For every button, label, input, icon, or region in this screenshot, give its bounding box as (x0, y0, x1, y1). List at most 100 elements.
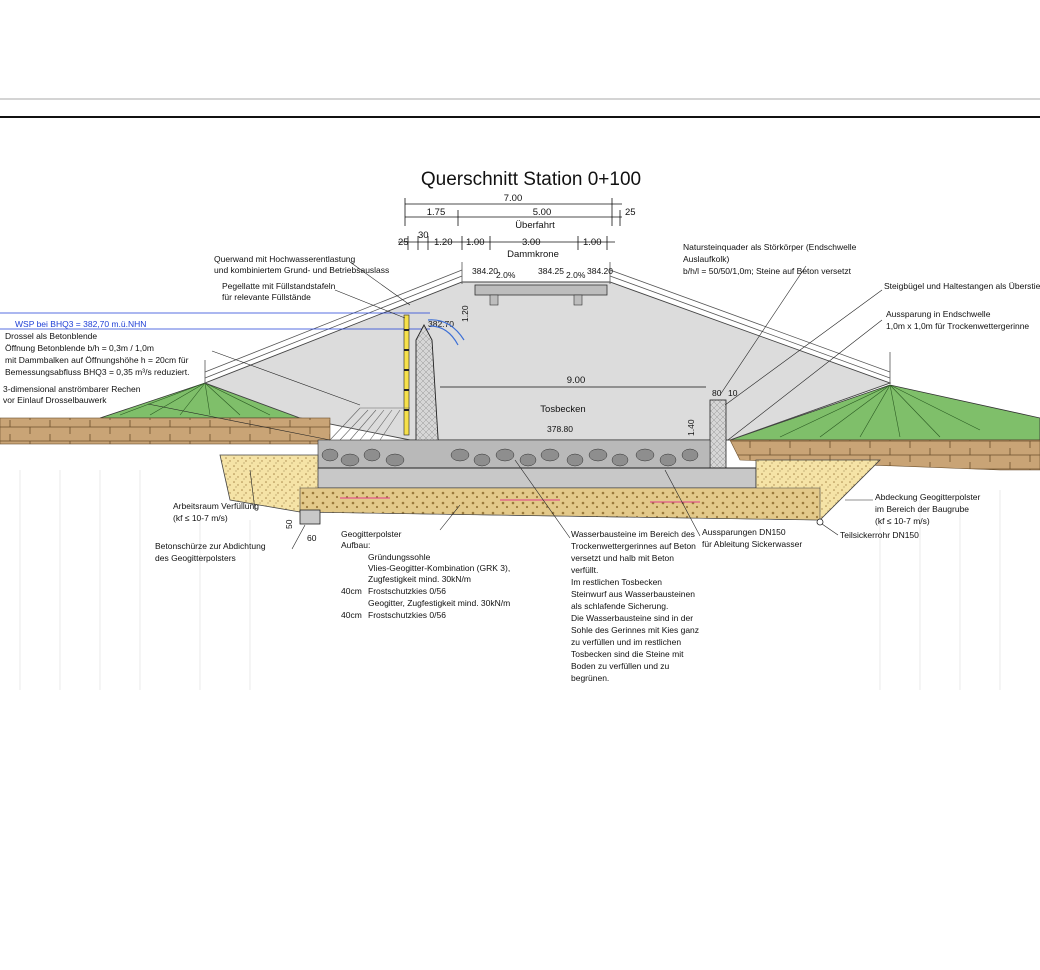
stones (321, 448, 699, 467)
abd-line3: (kf ≤ 10-7 m/s) (875, 516, 930, 526)
natur-line2: Auslaufkolk) (683, 254, 729, 264)
top-dimension-lines (398, 198, 622, 250)
geogrid-lines (340, 497, 700, 503)
wasser-line: begrünen. (571, 673, 609, 683)
dam-body (203, 281, 892, 441)
geo-title: Geogitterpolster (341, 529, 402, 539)
geo-line4b: Frostschutzkies 0/56 (368, 586, 446, 596)
dim-d50: 50 (284, 519, 294, 529)
slope-right: 2.0% (566, 270, 586, 280)
dim-r2-0: 25 (398, 237, 409, 248)
drossel-line1: Drossel als Betonblende (5, 331, 97, 341)
concrete-apron (299, 509, 321, 525)
wasser-line: Sohle des Gerinnes mit Kies ganz (571, 625, 699, 635)
gauge-pole (403, 314, 410, 436)
wasser-line: Steinwurf aus Wasserbausteinen (571, 589, 695, 599)
pegel-line1: Pegellatte mit Füllstandstafeln (222, 281, 336, 291)
level-water: 382.70 (428, 319, 454, 329)
beton-line2: des Geogitterpolsters (155, 553, 236, 563)
querwand-line2: und kombiniertem Grund- und Betriebsausl… (214, 265, 389, 275)
beton-line1: Betonschürze zur Abdichtung (155, 541, 266, 551)
drossel-line2: Öffnung Betonblende b/h = 0,3m / 1,0m (5, 343, 154, 353)
drossel-line3: mit Dammbalken auf Öffnungshöhe h = 20cm… (5, 355, 189, 365)
dim-r2-1: 30 (418, 230, 429, 241)
dim-h140: 1.40 (686, 419, 696, 436)
wasser-line: Im restlichen Tosbecken (571, 577, 662, 587)
geo-line2: Vlies-Geogitter-Kombination (GRK 3), (368, 563, 510, 573)
ausspar-line1: Aussparung in Endschwelle (886, 309, 991, 319)
dim-tos-width: 9.00 (567, 375, 586, 386)
geo-aufbau: Aufbau: (341, 540, 370, 550)
dim-r2-3: 1.00 (466, 237, 485, 248)
geo-line4a: 40cm (341, 586, 362, 596)
geo-line6a: 40cm (341, 610, 362, 620)
wasser-line: als schlafende Sicherung. (571, 601, 668, 611)
abd-line1: Abdeckung Geogitterpolster (875, 492, 981, 502)
wasser-line: Trockenwettergerinnes auf Beton (571, 541, 696, 551)
teil-label: Teilsickerrohr DN150 (840, 530, 919, 540)
abd-line2: im Bereich der Baugrube (875, 504, 969, 514)
rechen-line1: 3-dimensional anströmbarer Rechen (3, 384, 141, 394)
crest-slab (474, 284, 608, 296)
wsp-label: WSP bei BHQ3 = 382,70 m.ü.NHN (15, 319, 146, 329)
crest-beam-right (573, 294, 583, 306)
level-tos-mid: 378.80 (547, 424, 573, 434)
natur-line3: b/h/l = 50/50/1,0m; Steine auf Beton ver… (683, 266, 852, 276)
dim-middle: 5.00 (533, 207, 552, 218)
dim-ueberfahrt: Überfahrt (515, 220, 555, 231)
railings (204, 262, 891, 384)
steig-label: Steigbügel und Haltestangen als Überstie… (884, 281, 1040, 291)
dim-d80: 80 (712, 388, 722, 398)
wasser-line: zu verfüllen und im restlichen (571, 637, 681, 647)
dim-total: 7.00 (504, 193, 523, 204)
dn-line2: für Ableitung Sickerwasser (702, 539, 802, 549)
dim-d60: 60 (307, 533, 317, 543)
level-crest-left: 384.20 (472, 266, 498, 276)
natur-line1: Natursteinquader als Störkörper (Endschw… (683, 242, 857, 252)
wasser-line: Wasserbausteine im Bereich des (571, 529, 695, 539)
guide-lines (19, 470, 1001, 690)
foundation-slab (309, 467, 757, 489)
dn-line1: Aussparungen DN150 (702, 527, 786, 537)
wasser-line: Tosbecken sind die Steine mit (571, 649, 684, 659)
geo-line1: Gründungssohle (368, 552, 431, 562)
pegel-line2: für relevante Füllstände (222, 292, 311, 302)
wasser-block: Wasserbausteine im Bereich des Trockenwe… (571, 529, 699, 683)
tosbecken-label: Tosbecken (540, 404, 585, 415)
dim-r2-5: 1.00 (583, 237, 602, 248)
dim-r2-2: 1.20 (434, 237, 453, 248)
querwand-line1: Querwand mit Hochwasserentlastung (214, 254, 356, 264)
drawing-title: Querschnitt Station 0+100 (421, 169, 641, 190)
crest-beam-left (489, 294, 499, 306)
leader-lines (147, 261, 883, 550)
end-sill (709, 399, 727, 471)
dim-right: 25 (625, 207, 636, 218)
arbeits-line1: Arbeitsraum Verfüllung (173, 501, 259, 511)
wasser-line: Boden zu verfüllen und zu (571, 661, 670, 671)
dim-r2-4: 3.00 (522, 237, 541, 248)
slope-rays (119, 382, 981, 438)
slope-left: 2.0% (496, 270, 516, 280)
wasser-line: Die Wasserbausteine sind in der (571, 613, 693, 623)
dim-h120: 1.20 (460, 305, 470, 322)
arbeits-line2: (kf ≤ 10-7 m/s) (173, 513, 228, 523)
level-crest-mid: 384.25 (538, 266, 564, 276)
drossel-line4: Bemessungsabfluss BHQ3 = 0,35 m³/s reduz… (5, 367, 190, 377)
dim-d10: 10 (728, 388, 738, 398)
wasser-line: verfüllt. (571, 565, 598, 575)
overflow-jet (427, 319, 465, 346)
wasser-line: versetzt und halb mit Beton (571, 553, 674, 563)
gauge-marks (404, 329, 409, 411)
level-crest-right: 384.20 (587, 266, 613, 276)
geogrid-cushion-lower (299, 487, 821, 521)
left-soil-layer (0, 417, 331, 445)
dim-left: 1.75 (427, 207, 446, 218)
drain-pipe (816, 518, 824, 526)
ausspar-line2: 1,0m x 1,0m für Trockenwettergerinne (886, 321, 1029, 331)
geo-line3: Zugfestigkeit mind. 30kN/m (368, 574, 471, 584)
dim-dammkrone: Dammkrone (507, 249, 559, 260)
rake (329, 407, 410, 441)
geo-line5: Geogitter, Zugfestigkeit mind. 30kN/m (368, 598, 510, 608)
